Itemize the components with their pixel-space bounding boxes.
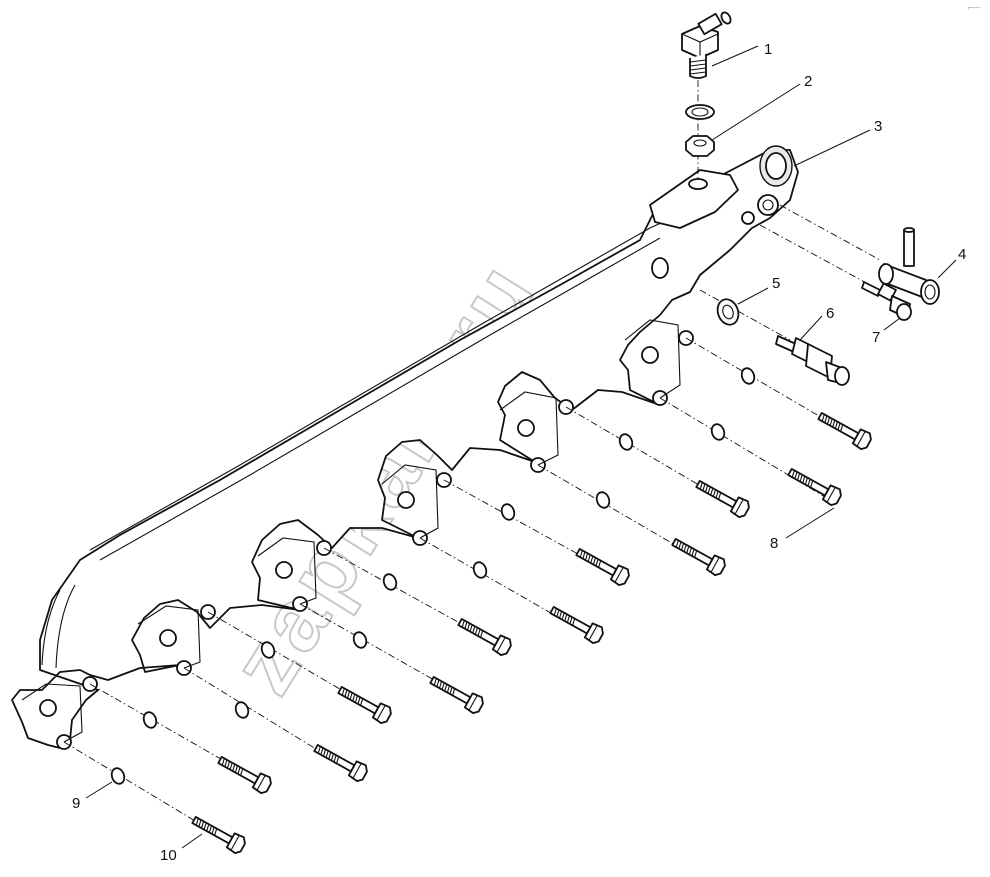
hex-bolt [549, 606, 604, 644]
manifold-rail [11, 145, 799, 750]
hex-bolt [191, 816, 246, 854]
flange-bolts [191, 412, 872, 854]
part-7-sensor [861, 281, 912, 321]
flange-washers [110, 367, 756, 785]
callout-9: 9 [72, 795, 80, 812]
callout-2: 2 [804, 73, 812, 90]
hex-bolt [217, 756, 272, 794]
callouts: 1 2 3 4 5 6 7 8 9 10 [72, 41, 966, 864]
hex-bolt [313, 744, 368, 782]
part-4-tee-fitting [878, 227, 940, 305]
part-5-washer [716, 298, 740, 326]
callout-7: 7 [872, 329, 880, 346]
hex-bolt [671, 538, 726, 576]
part-2-washer-nut [685, 104, 715, 157]
callout-6: 6 [826, 305, 834, 322]
corner-mark: ⌐— [968, 3, 981, 12]
hex-bolt [817, 412, 872, 450]
port-boss-2 [499, 391, 574, 473]
callout-10: 10 [160, 847, 177, 864]
callout-1: 1 [764, 41, 772, 58]
callout-3: 3 [874, 118, 882, 135]
hex-bolt [787, 468, 842, 506]
hex-bolt [575, 548, 630, 586]
part-1-elbow-fitting [681, 11, 732, 79]
port-boss-1 [624, 319, 694, 406]
callout-8: 8 [770, 535, 778, 552]
hex-bolt [695, 480, 750, 518]
callout-4: 4 [958, 246, 966, 263]
callout-5: 5 [772, 275, 780, 292]
hex-bolt [429, 676, 484, 714]
hex-bolt [457, 618, 512, 656]
hex-bolt [337, 686, 392, 724]
part-6-temperature-sensor [775, 335, 850, 386]
